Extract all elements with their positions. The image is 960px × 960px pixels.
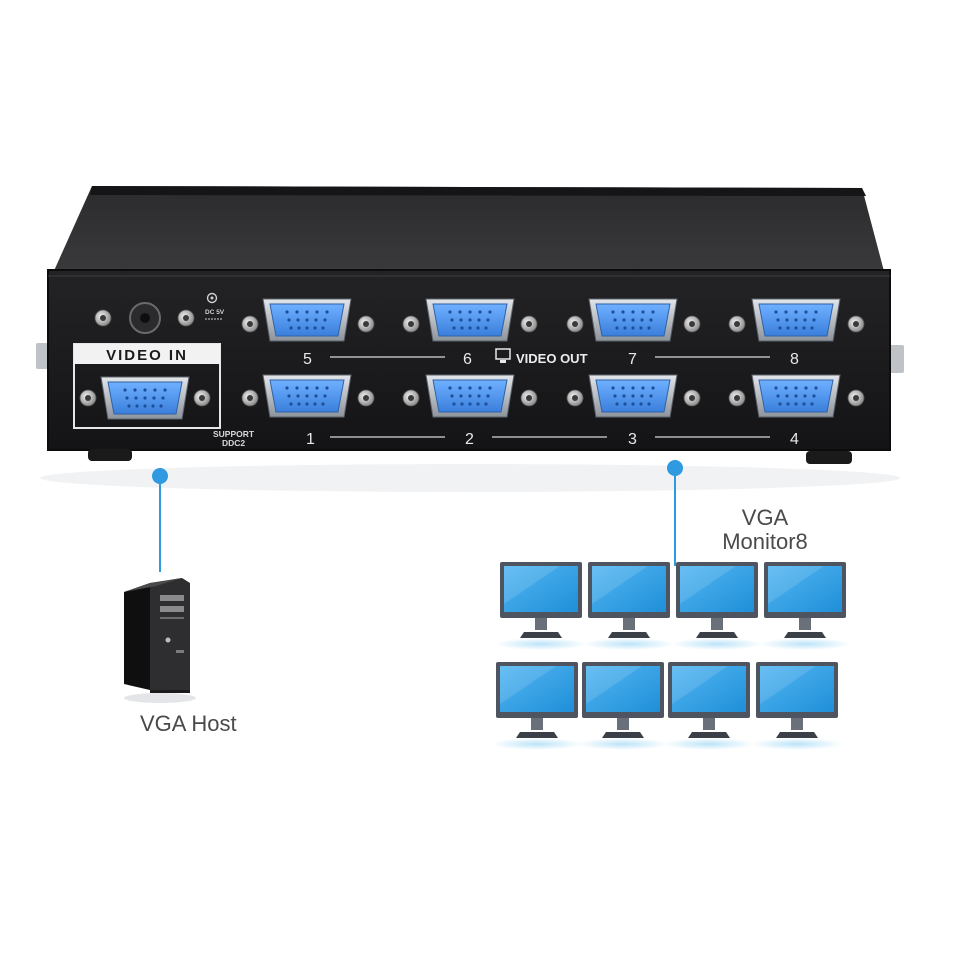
support-label-line2: DDC2 — [222, 438, 245, 448]
monitor-icon — [583, 562, 675, 650]
output-ports-top-row: 5 6 VIDEO OUT 7 8 — [241, 298, 865, 368]
port-number-6: 6 — [463, 351, 472, 368]
monitor-caption-line1: VGA — [741, 505, 789, 530]
monitor-callout — [667, 460, 683, 566]
output-ports-bottom-row: SUPPORT DDC2 1 2 3 4 — [213, 374, 865, 448]
video-in-label: VIDEO IN — [106, 347, 188, 364]
port-number-4: 4 — [790, 431, 799, 448]
splitter-device: DC 5V VIDEO IN — [36, 186, 904, 492]
monitor-icon — [491, 662, 583, 750]
port-number-5: 5 — [303, 351, 312, 368]
port-number-8: 8 — [790, 351, 799, 368]
support-label-line1: SUPPORT — [213, 429, 255, 439]
host-caption: VGA Host — [140, 711, 237, 736]
monitor-icon — [663, 662, 755, 750]
host-callout — [152, 468, 168, 572]
vga-output-port-6 — [425, 298, 515, 342]
monitor-icon — [495, 562, 587, 650]
port-number-3: 3 — [628, 431, 637, 448]
pc-tower-icon — [124, 578, 196, 703]
vga-output-port-1 — [262, 374, 352, 418]
vga-input-port — [100, 376, 190, 420]
vga-output-port-7 — [588, 298, 678, 342]
port-number-2: 2 — [465, 431, 474, 448]
power-label: DC 5V — [205, 309, 225, 316]
video-out-label: VIDEO OUT — [516, 351, 588, 366]
video-out-monitor-icon — [495, 348, 511, 363]
monitor-icon — [577, 662, 669, 750]
monitor-caption-line2: Monitor8 — [722, 529, 808, 554]
power-jack: DC 5V — [94, 292, 225, 334]
monitor-icon — [751, 662, 843, 750]
vga-output-port-5 — [262, 298, 352, 342]
vga-output-port-4 — [751, 374, 841, 418]
monitor-caption: VGA Monitor8 — [700, 506, 830, 554]
monitor-icon — [671, 562, 763, 650]
vga-output-port-3 — [588, 374, 678, 418]
port-number-7: 7 — [628, 351, 637, 368]
vga-output-port-2 — [425, 374, 515, 418]
monitor-icon — [759, 562, 851, 650]
monitor-grid — [491, 562, 851, 750]
port-number-1: 1 — [306, 431, 315, 448]
video-in-section: VIDEO IN — [73, 343, 221, 429]
vga-output-port-8 — [751, 298, 841, 342]
